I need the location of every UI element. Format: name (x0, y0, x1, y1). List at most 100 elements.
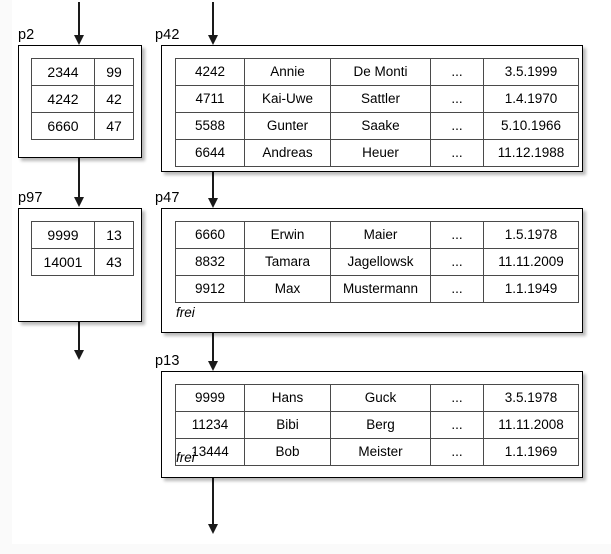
cell-lastname: Maier (330, 221, 431, 249)
table-row[interactable]: 8832 Tamara Jagellowsk ... 11.11.2009 (175, 248, 579, 276)
cell-id: 11234 (175, 411, 245, 439)
table-row[interactable]: 2344 99 (31, 58, 134, 86)
arrow-into-p2 (78, 2, 80, 36)
table-row[interactable]: 6644 Andreas Heuer ... 11.12.1988 (175, 139, 579, 167)
cell-pointer: 43 (94, 248, 134, 276)
cell-lastname: Jagellowsk (330, 248, 431, 276)
cell-lastname: Meister (330, 438, 431, 466)
edge-band-left (0, 0, 12, 554)
cell-pointer: 13 (94, 221, 134, 249)
cell-pointer: 47 (94, 112, 134, 140)
cell-key: 14001 (31, 248, 95, 276)
cell-firstname: Erwin (244, 221, 331, 249)
data-table-p42: 4242 Annie De Monti ... 3.5.1999 4711 Ka… (175, 58, 579, 167)
table-row[interactable]: 13444 Bob Meister ... 1.1.1969 (175, 438, 579, 466)
table-row[interactable]: 14001 43 (31, 248, 134, 276)
cell-date: 5.10.1966 (483, 112, 579, 140)
cell-lastname: De Monti (330, 58, 431, 86)
cell-pointer: 42 (94, 85, 134, 113)
cell-key: 2344 (31, 58, 95, 86)
cell-key: 4242 (31, 85, 95, 113)
edge-band-bottom (0, 544, 611, 554)
cell-lastname: Heuer (330, 139, 431, 167)
table-row[interactable]: 9999 13 (31, 221, 134, 249)
cell-date: 1.1.1949 (483, 275, 579, 303)
cell-id: 9999 (175, 384, 245, 412)
arrow-p13-out (212, 478, 214, 525)
page-label-p42: p42 (155, 27, 180, 43)
cell-key: 6660 (31, 112, 95, 140)
arrow-p97-out (78, 322, 80, 351)
table-row[interactable]: 11234 Bibi Berg ... 11.11.2008 (175, 411, 579, 439)
cell-more: ... (430, 411, 484, 439)
data-table-p47: 6660 Erwin Maier ... 1.5.1978 8832 Tamar… (175, 221, 579, 303)
page-label-p13: p13 (155, 353, 180, 369)
table-row[interactable]: 6660 Erwin Maier ... 1.5.1978 (175, 221, 579, 249)
cell-firstname: Max (244, 275, 331, 303)
table-row[interactable]: 9999 Hans Guck ... 3.5.1978 (175, 384, 579, 412)
table-row[interactable]: 4242 42 (31, 85, 134, 113)
table-row[interactable]: 9912 Max Mustermann ... 1.1.1949 (175, 275, 579, 303)
page-box-p42[interactable]: 4242 Annie De Monti ... 3.5.1999 4711 Ka… (161, 45, 583, 172)
cell-firstname: Bibi (244, 411, 331, 439)
page-box-p2[interactable]: 2344 99 4242 42 6660 47 (18, 45, 142, 158)
cell-date: 1.5.1978 (483, 221, 579, 249)
cell-more: ... (430, 438, 484, 466)
page-label-p97: p97 (18, 190, 43, 206)
page-label-p2: p2 (18, 27, 35, 43)
cell-more: ... (430, 58, 484, 86)
cell-more: ... (430, 139, 484, 167)
cell-firstname: Gunter (244, 112, 331, 140)
cell-lastname: Mustermann (330, 275, 431, 303)
cell-id: 8832 (175, 248, 245, 276)
page-box-p97[interactable]: 9999 13 14001 43 (18, 208, 142, 322)
cell-firstname: Bob (244, 438, 331, 466)
cell-date: 3.5.1999 (483, 58, 579, 86)
cell-pointer: 99 (94, 58, 134, 86)
cell-firstname: Andreas (244, 139, 331, 167)
cell-id: 6644 (175, 139, 245, 167)
cell-date: 3.5.1978 (483, 384, 579, 412)
cell-key: 9999 (31, 221, 95, 249)
cell-date: 1.1.1969 (483, 438, 579, 466)
cell-lastname: Saake (330, 112, 431, 140)
cell-id: 13444 (175, 438, 245, 466)
cell-lastname: Guck (330, 384, 431, 412)
free-space-label-p13: frei (176, 450, 195, 465)
cell-lastname: Sattler (330, 85, 431, 113)
index-table-p97: 9999 13 14001 43 (31, 221, 134, 276)
cell-more: ... (430, 275, 484, 303)
cell-more: ... (430, 85, 484, 113)
arrow-into-p42 (212, 2, 214, 36)
cell-firstname: Tamara (244, 248, 331, 276)
arrow-p47-to-p13 (212, 333, 214, 362)
cell-firstname: Hans (244, 384, 331, 412)
arrow-p42-to-p47 (212, 172, 214, 199)
cell-date: 11.11.2009 (483, 248, 579, 276)
cell-id: 4242 (175, 58, 245, 86)
table-row[interactable]: 4711 Kai-Uwe Sattler ... 1.4.1970 (175, 85, 579, 113)
page-label-p47: p47 (155, 190, 180, 206)
page-box-p13[interactable]: 9999 Hans Guck ... 3.5.1978 11234 Bibi B… (161, 371, 583, 478)
table-row[interactable]: 5588 Gunter Saake ... 5.10.1966 (175, 112, 579, 140)
free-space-label-p47: frei (176, 305, 195, 320)
page-box-p47[interactable]: 6660 Erwin Maier ... 1.5.1978 8832 Tamar… (161, 208, 583, 333)
arrow-p2-to-p97 (78, 158, 80, 198)
cell-firstname: Annie (244, 58, 331, 86)
cell-more: ... (430, 384, 484, 412)
cell-id: 4711 (175, 85, 245, 113)
cell-more: ... (430, 221, 484, 249)
table-row[interactable]: 6660 47 (31, 112, 134, 140)
cell-id: 9912 (175, 275, 245, 303)
data-table-p13: 9999 Hans Guck ... 3.5.1978 11234 Bibi B… (175, 384, 579, 466)
cell-id: 5588 (175, 112, 245, 140)
cell-lastname: Berg (330, 411, 431, 439)
cell-firstname: Kai-Uwe (244, 85, 331, 113)
cell-date: 11.11.2008 (483, 411, 579, 439)
cell-date: 11.12.1988 (483, 139, 579, 167)
cell-more: ... (430, 112, 484, 140)
cell-id: 6660 (175, 221, 245, 249)
table-row[interactable]: 4242 Annie De Monti ... 3.5.1999 (175, 58, 579, 86)
cell-date: 1.4.1970 (483, 85, 579, 113)
